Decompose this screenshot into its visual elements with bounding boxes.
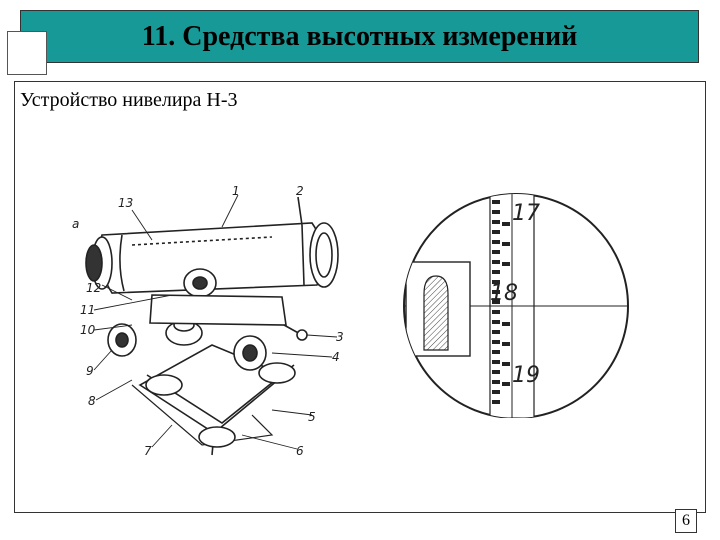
title-bar: 11. Средства высотных измерений	[20, 10, 699, 63]
callout-13: 13	[118, 196, 133, 210]
staff-number-19: 19	[512, 363, 540, 388]
callout-9: 9	[86, 364, 94, 378]
page-number: 6	[675, 509, 697, 533]
staff-number-17: 17	[512, 201, 540, 226]
callout-2: 2	[296, 185, 304, 198]
callout-6: 6	[296, 444, 304, 458]
callout-7: 7	[144, 444, 152, 458]
callout-10: 10	[80, 323, 96, 337]
callout-5: 5	[308, 410, 316, 424]
corner-square-decoration	[7, 31, 47, 75]
callout-a: а	[72, 217, 79, 231]
staff-number-18: 18	[490, 281, 518, 306]
callout-1: 1	[232, 185, 240, 198]
eyepiece-view-drawing: 17 18 19	[403, 193, 629, 418]
callout-11: 11	[80, 303, 95, 317]
slide-subtitle: Устройство нивелира Н-3	[20, 89, 238, 111]
slide-title: 11. Средства высотных измерений	[141, 20, 578, 52]
callout-12: 12	[86, 281, 101, 295]
callout-3: 3	[336, 330, 344, 344]
level-instrument-drawing: а 13 1 2 12 11 10 9 8 7 6 5 4 3	[72, 185, 344, 458]
callout-8: 8	[88, 394, 96, 408]
callout-4: 4	[332, 350, 340, 364]
